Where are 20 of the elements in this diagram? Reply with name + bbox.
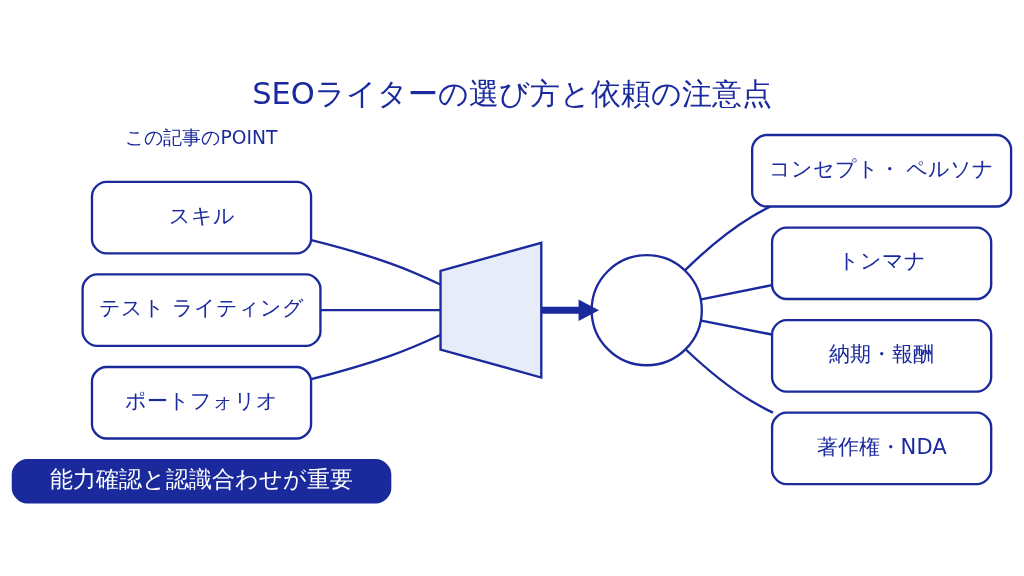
node-box: スキル (90, 180, 313, 254)
node-box: テスト ライティング (81, 272, 322, 347)
node-box: 能力確認と認識合わせが重要 (11, 458, 392, 503)
label: この記事のPOINT (125, 126, 278, 148)
node-trapezium (439, 240, 543, 379)
diagram-title: SEOライターの選び方と依頼の注意点 (252, 75, 772, 111)
connector (685, 348, 774, 414)
node-box: 著作権・NDA (770, 411, 993, 485)
arrow (541, 298, 600, 321)
connector (701, 283, 773, 301)
node-box: コンセプト・ ペルソナ (751, 133, 1013, 208)
node-box: 納期・報酬 (770, 318, 993, 393)
connector (311, 238, 441, 286)
node-circle (590, 253, 703, 366)
connector (684, 205, 772, 271)
node-box: ポートフォリオ (90, 365, 313, 440)
node-box: トンマナ (770, 225, 993, 300)
connector (320, 308, 441, 311)
connector (310, 333, 441, 380)
connector (701, 319, 773, 336)
